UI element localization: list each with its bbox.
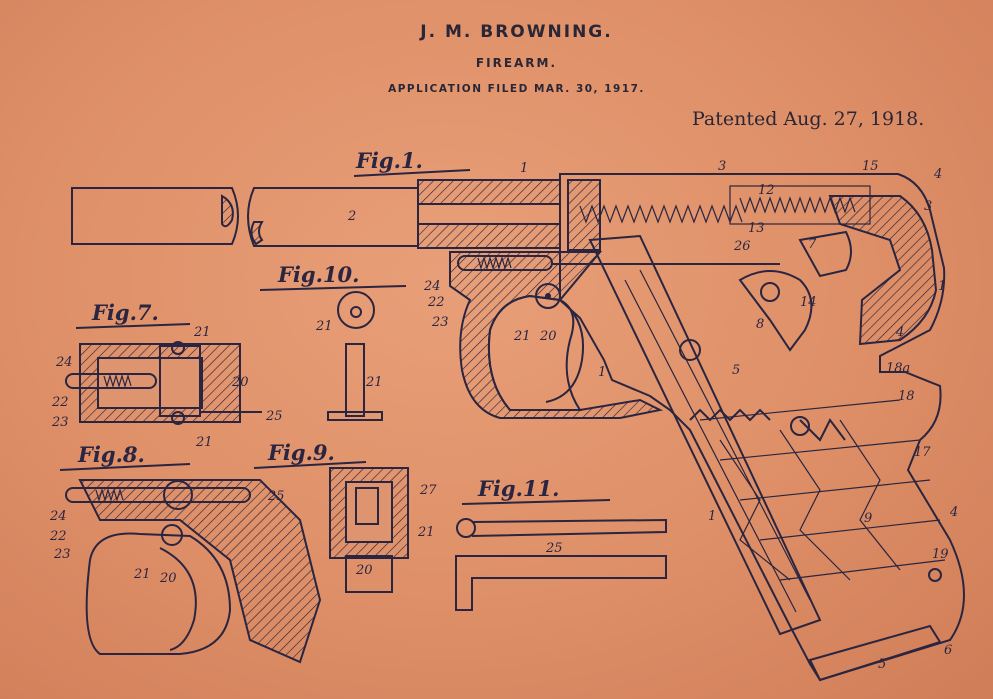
callout: 21 — [315, 319, 333, 334]
application-filed-date: APPLICATION FILED MAR. 30, 1917. — [388, 83, 645, 95]
barrel-left-section — [71, 187, 239, 245]
callout: 4 — [933, 167, 942, 182]
callout: 21 — [513, 329, 531, 344]
callout: 25 — [545, 541, 563, 556]
callout: 20 — [355, 563, 373, 578]
callout: 15 — [862, 159, 879, 174]
callout: 24 — [49, 509, 67, 524]
callout: 21 — [193, 325, 211, 340]
fig10-label: Fig.10. — [277, 262, 359, 287]
callout: 27 — [419, 483, 437, 498]
fig11-pin-lever — [455, 555, 667, 611]
callout: 19 — [932, 547, 949, 562]
fig7-label: Fig.7. — [91, 300, 159, 325]
barrel-right-section — [247, 187, 419, 247]
callout: 4 — [895, 325, 904, 340]
callout: 25 — [265, 409, 283, 424]
callout: 1 — [708, 509, 716, 524]
callout: 13 — [748, 221, 765, 236]
figure-labels: Fig.1. Fig.7. Fig.8. Fig.9. Fig.10. Fig.… — [59, 148, 611, 505]
fig8-trigger-guard — [85, 532, 232, 655]
callout: 21 — [195, 435, 213, 450]
trigger-pivot-cam — [535, 283, 561, 309]
callout-numbers: 1 2 3 15 4 3 12 13 7 26 1 24 22 23 21 20… — [49, 159, 958, 672]
fig9-drawing — [329, 467, 409, 593]
callout: 18a — [886, 361, 910, 376]
fig11-drawing — [455, 518, 667, 611]
callout: 25 — [267, 489, 285, 504]
fig8-label: Fig.8. — [77, 442, 145, 467]
inventor-name: J. M. BROWNING. — [420, 22, 613, 42]
callout: 24 — [423, 279, 441, 294]
callout: 23 — [431, 315, 449, 330]
callout: 1 — [520, 161, 528, 176]
callout: 22 — [427, 295, 445, 310]
fig1-label: Fig.1. — [355, 148, 423, 173]
callout: 5 — [732, 363, 740, 378]
callout: 9 — [864, 511, 872, 526]
callout: 1 — [938, 279, 946, 294]
callout: 20 — [539, 329, 557, 344]
hammer-pivot — [760, 282, 780, 302]
hammer — [738, 270, 813, 352]
callout: 21 — [417, 525, 435, 540]
fig11-label: Fig.11. — [477, 476, 559, 501]
callout: 26 — [733, 239, 751, 254]
recoil-spring — [579, 204, 743, 224]
callout: 6 — [944, 643, 952, 658]
callout: 2 — [347, 209, 356, 224]
callout: 24 — [55, 355, 73, 370]
magazine-floorplate — [808, 624, 942, 682]
callout: 21 — [133, 567, 151, 582]
firing-pin-spring — [739, 196, 856, 214]
trigger — [545, 299, 584, 403]
callout: 5 — [878, 657, 886, 672]
callout: 17 — [914, 445, 931, 460]
invention-title: FIREARM. — [475, 56, 558, 70]
patented-date: Patented Aug. 27, 1918. — [692, 108, 925, 130]
fig7-drawing — [65, 341, 262, 425]
callout: 8 — [756, 317, 764, 332]
magazine-spring — [719, 419, 901, 581]
callout: 12 — [758, 183, 775, 198]
sear-part-7 — [798, 230, 852, 278]
callout: 3 — [924, 199, 932, 214]
callout: 21 — [365, 375, 383, 390]
callout: 4 — [949, 505, 958, 520]
callout: 7 — [808, 237, 817, 252]
callout: 23 — [53, 547, 71, 562]
callout: 22 — [51, 395, 69, 410]
callout: 20 — [231, 375, 249, 390]
fig10-drawing — [327, 291, 383, 421]
fig8-drawing — [65, 479, 322, 664]
fig1-pistol-drawing — [71, 173, 965, 682]
magazine-outline — [588, 234, 822, 636]
fig9-label: Fig.9. — [267, 440, 335, 465]
callout: 1 — [598, 365, 606, 380]
callout: 20 — [159, 571, 177, 586]
callout: 18 — [898, 389, 915, 404]
callout: 3 — [718, 159, 726, 174]
callout: 22 — [49, 529, 67, 544]
callout: 23 — [51, 415, 69, 430]
callout: 14 — [800, 295, 817, 310]
